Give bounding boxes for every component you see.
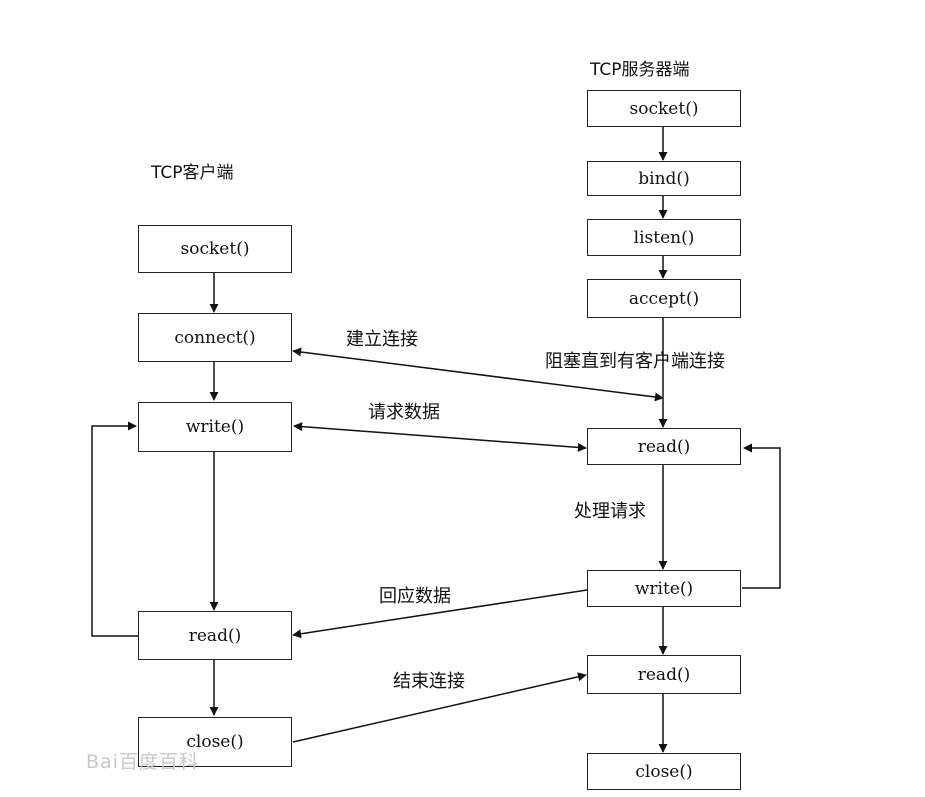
arrow-reply-data xyxy=(292,589,588,639)
label-end-connection: 结束连接 xyxy=(393,671,465,692)
arrow-client-loop-read-write xyxy=(91,421,138,637)
server-listen-box: listen() xyxy=(587,219,741,256)
arrow-server-loop-write-read xyxy=(742,443,781,589)
label-process-request: 处理请求 xyxy=(574,501,646,522)
label-establish-connection: 建立连接 xyxy=(346,329,418,350)
arrow-end-connection xyxy=(292,672,587,743)
arrow-request-data xyxy=(293,422,587,452)
server-title: TCP服务器端 xyxy=(590,60,690,80)
client-write-box: write() xyxy=(138,402,292,452)
label-block-until-client: 阻塞直到有客户端连接 xyxy=(545,351,725,372)
server-read2-box: read() xyxy=(587,655,741,694)
label-reply-data: 回应数据 xyxy=(379,586,451,607)
arrow-establish-connection xyxy=(292,347,664,402)
client-close-box: close() xyxy=(138,717,292,767)
server-close-box: close() xyxy=(587,753,741,790)
baidu-watermark: Bai百度百科 xyxy=(86,751,199,773)
client-connect-box: connect() xyxy=(138,313,292,362)
server-accept-box: accept() xyxy=(587,279,741,318)
client-read-box: read() xyxy=(138,611,292,660)
client-title: TCP客户端 xyxy=(151,163,234,183)
client-socket-box: socket() xyxy=(138,225,292,273)
server-write-box: write() xyxy=(587,570,741,607)
server-read-box: read() xyxy=(587,428,741,465)
server-bind-box: bind() xyxy=(587,161,741,196)
label-request-data: 请求数据 xyxy=(368,402,440,423)
server-socket-box: socket() xyxy=(587,90,741,127)
